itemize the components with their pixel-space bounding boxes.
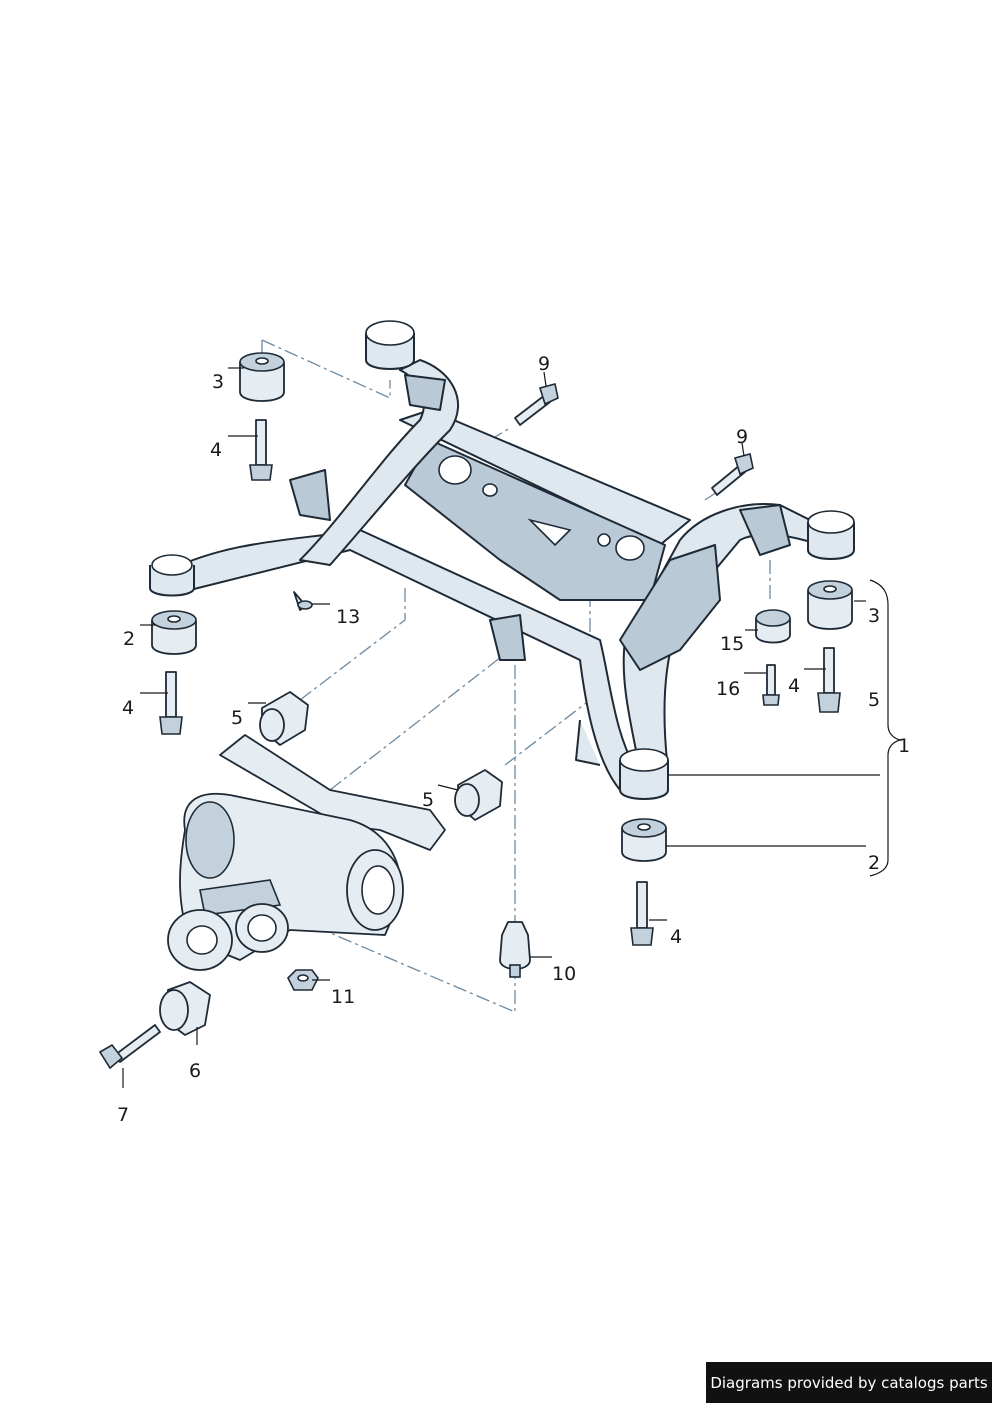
callout-3-top-left: 3 [212, 371, 224, 393]
bolt-9-a [514, 383, 559, 426]
leader-lines [122, 367, 903, 1088]
callout-4-right: 4 [788, 675, 800, 697]
callout-13: 13 [336, 606, 360, 628]
callout-9-right: 9 [736, 426, 748, 448]
callout-4-left: 4 [122, 697, 134, 719]
bolt-4-top-left [249, 419, 273, 481]
bolt-4-bottom-right [630, 881, 654, 946]
rear-subframe [149, 320, 855, 800]
bolt-16 [762, 664, 780, 706]
bolt-4-left [159, 671, 183, 735]
rear-differential [167, 734, 446, 971]
callout-10: 10 [552, 963, 576, 985]
callout-9-left: 9 [538, 353, 550, 375]
callout-1: 1 [898, 735, 910, 757]
screw-13 [293, 591, 313, 611]
mount-10 [499, 921, 531, 978]
bolt-7 [98, 1024, 161, 1070]
nut-11 [287, 969, 319, 991]
mount-2-right [621, 818, 667, 862]
callout-11: 11 [331, 986, 355, 1008]
callout-7: 7 [117, 1104, 129, 1126]
callout-2-right: 2 [868, 852, 880, 874]
stop-15 [755, 609, 791, 644]
bush-5-a [259, 691, 309, 746]
mount-2-left [151, 610, 197, 655]
mount-3-right [807, 580, 853, 630]
callout-6: 6 [189, 1060, 201, 1082]
callout-4-bottom-right: 4 [670, 926, 682, 948]
callout-5-center: 5 [422, 789, 434, 811]
bolt-9-b [711, 453, 754, 496]
callout-2-left: 2 [123, 628, 135, 650]
callout-5-right: 5 [868, 689, 880, 711]
callout-16: 16 [716, 678, 740, 700]
callout-3-right: 3 [868, 605, 880, 627]
callout-5-left: 5 [231, 707, 243, 729]
credit-banner: Diagrams provided by catalogs parts [706, 1362, 992, 1403]
bush-6 [159, 981, 211, 1036]
callout-15: 15 [720, 633, 744, 655]
callout-labels: 3 4 9 9 2 4 13 5 5 3 15 16 4 5 1 2 4 10 … [117, 353, 910, 1126]
callout-4-top-left: 4 [210, 439, 222, 461]
bush-5-b [454, 769, 503, 821]
bolt-4-right [817, 647, 841, 713]
mount-3-top-left [239, 352, 285, 402]
